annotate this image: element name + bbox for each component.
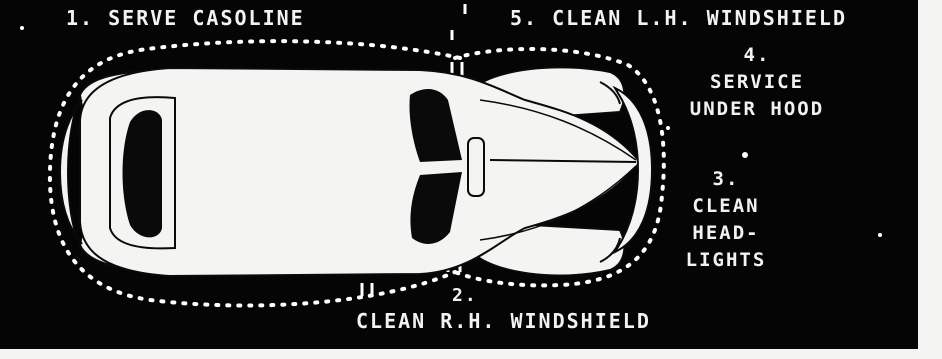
rear-bumper: [60, 100, 82, 244]
path-mark: [362, 283, 372, 296]
path-dot: [878, 233, 882, 237]
step4-number: 4.: [676, 42, 838, 69]
path-dot: [742, 152, 748, 158]
step3-line-2: HEAD-: [676, 220, 776, 247]
step4-line-1: SERVICE: [676, 69, 838, 96]
step3-line-3: LIGHTS: [676, 247, 776, 274]
step4-label: 4. SERVICE UNDER HOOD: [676, 42, 838, 123]
path-dot: [666, 126, 670, 130]
step5-label: 5. CLEAN L.H. WINDSHIELD: [510, 6, 847, 30]
cowl-vent: [468, 138, 484, 196]
step2-number: 2.: [452, 285, 478, 306]
rear-window: [123, 110, 163, 237]
path-dot: [20, 26, 24, 30]
step4-line-2: UNDER HOOD: [676, 96, 838, 123]
path-mark: [452, 4, 465, 40]
step3-number: 3.: [676, 166, 776, 193]
step2-label: CLEAN R.H. WINDSHIELD: [356, 309, 651, 333]
step3-label: 3. CLEAN HEAD- LIGHTS: [676, 166, 776, 274]
step3-line-1: CLEAN: [676, 193, 776, 220]
step1-label: 1. SERVE CASOLINE: [66, 6, 305, 30]
